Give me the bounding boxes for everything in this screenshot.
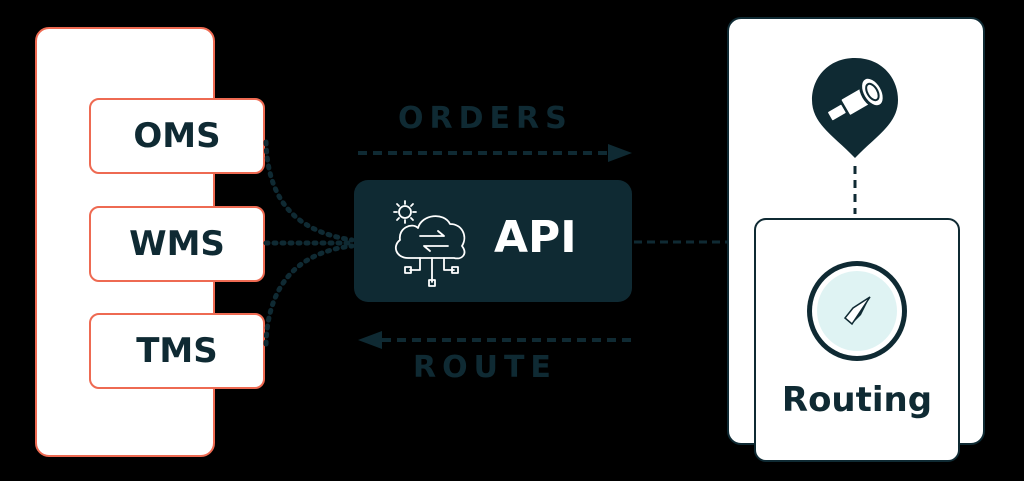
wms-label: WMS: [129, 224, 225, 264]
location-pin-telescope-icon: [812, 58, 898, 158]
route-label: ROUTE: [413, 350, 557, 385]
cloud-gear-network-icon: [393, 200, 466, 287]
oms-box: OMS: [89, 98, 265, 174]
oms-label: OMS: [133, 116, 221, 156]
route-arrow: [358, 331, 632, 349]
routing-label: Routing: [781, 380, 933, 420]
tms-label: TMS: [136, 331, 218, 371]
compass-icon: [807, 261, 907, 361]
api-box: [354, 180, 632, 302]
api-label: API: [494, 212, 577, 263]
tms-box: TMS: [89, 313, 265, 389]
orders-arrow: [358, 144, 632, 162]
wms-box: WMS: [89, 206, 265, 282]
connector-oms: [263, 139, 355, 243]
orders-label: ORDERS: [398, 101, 573, 136]
connector-tms: [263, 243, 355, 347]
